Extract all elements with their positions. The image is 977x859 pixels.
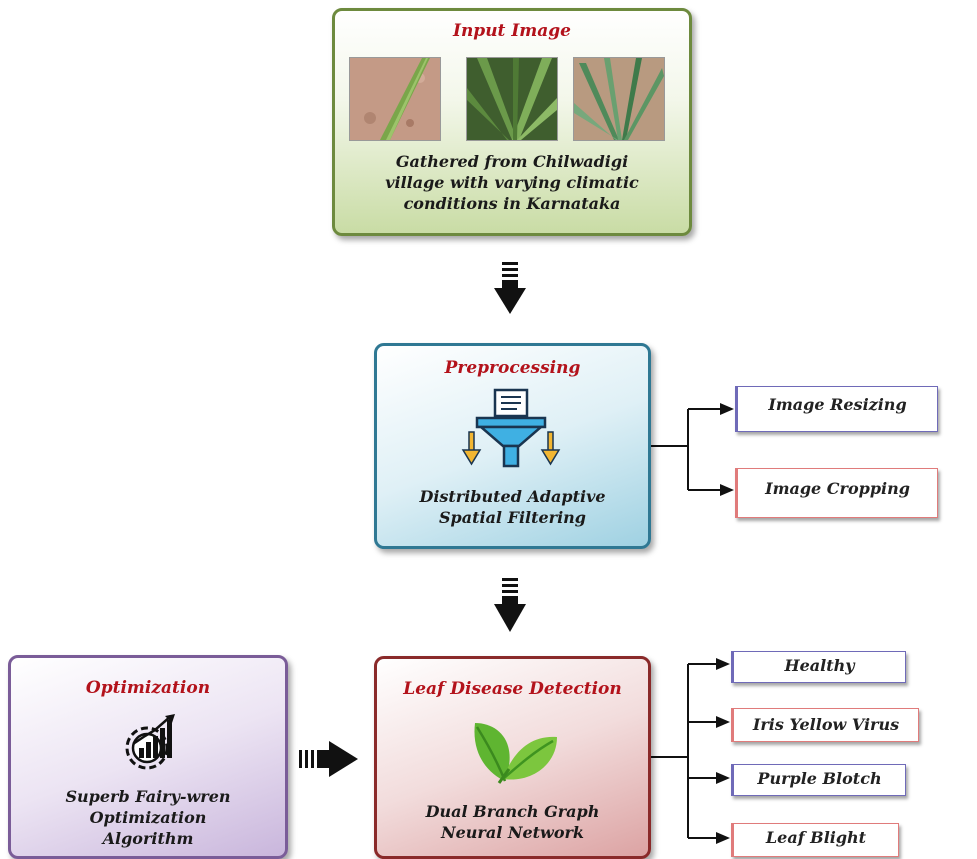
leaf-photo xyxy=(349,57,441,141)
output-image-cropping: Image Cropping xyxy=(735,468,938,518)
output-purple-blotch: Purple Blotch xyxy=(731,764,906,796)
output-image-resizing: Image Resizing xyxy=(735,386,938,432)
leaf-icon xyxy=(469,713,561,785)
input-title: Input Image xyxy=(453,21,571,41)
optimization-description: Superb Fairy-wren Optimization Algorithm xyxy=(65,787,231,848)
detection-description: Dual Branch Graph Neural Network xyxy=(425,802,600,842)
output-label: Iris Yellow Virus xyxy=(752,715,900,734)
gear-chart-icon xyxy=(115,714,185,778)
down-arrow-icon xyxy=(494,262,526,314)
prep-output-connector xyxy=(651,408,722,491)
output-label: Image Resizing xyxy=(768,395,907,414)
input-image-box: Input Image Gathered fro xyxy=(332,8,692,236)
leaf-photo xyxy=(466,57,558,141)
optimization-title: Optimization xyxy=(85,678,211,698)
preprocessing-description: Distributed Adaptive Spatial Filtering xyxy=(419,487,606,527)
detection-title: Leaf Disease Detection xyxy=(403,679,622,699)
output-label: Healthy xyxy=(784,656,855,675)
input-description: Gathered from Chilwadigi village with va… xyxy=(385,152,639,213)
output-iris-yellow-virus: Iris Yellow Virus xyxy=(731,708,919,742)
detect-output-connector xyxy=(651,663,718,839)
output-leaf-blight: Leaf Blight xyxy=(731,823,899,857)
preprocessing-title: Preprocessing xyxy=(444,358,581,378)
down-arrow-icon xyxy=(494,578,526,632)
output-label: Purple Blotch xyxy=(757,769,882,788)
funnel-filter-icon xyxy=(461,388,561,472)
optimization-box: Optimization Superb Fairy-wren Optimizat… xyxy=(8,655,288,859)
leaf-disease-detection-box: Leaf Disease Detection Dual Branch Graph… xyxy=(374,656,651,859)
output-label: Leaf Blight xyxy=(765,828,867,847)
leaf-photo xyxy=(573,57,665,141)
output-label: Image Cropping xyxy=(765,479,910,498)
right-arrow-icon xyxy=(299,741,358,777)
output-healthy: Healthy xyxy=(731,651,906,683)
preprocessing-box: Preprocessing Distributed Adaptive Spati… xyxy=(374,343,651,549)
